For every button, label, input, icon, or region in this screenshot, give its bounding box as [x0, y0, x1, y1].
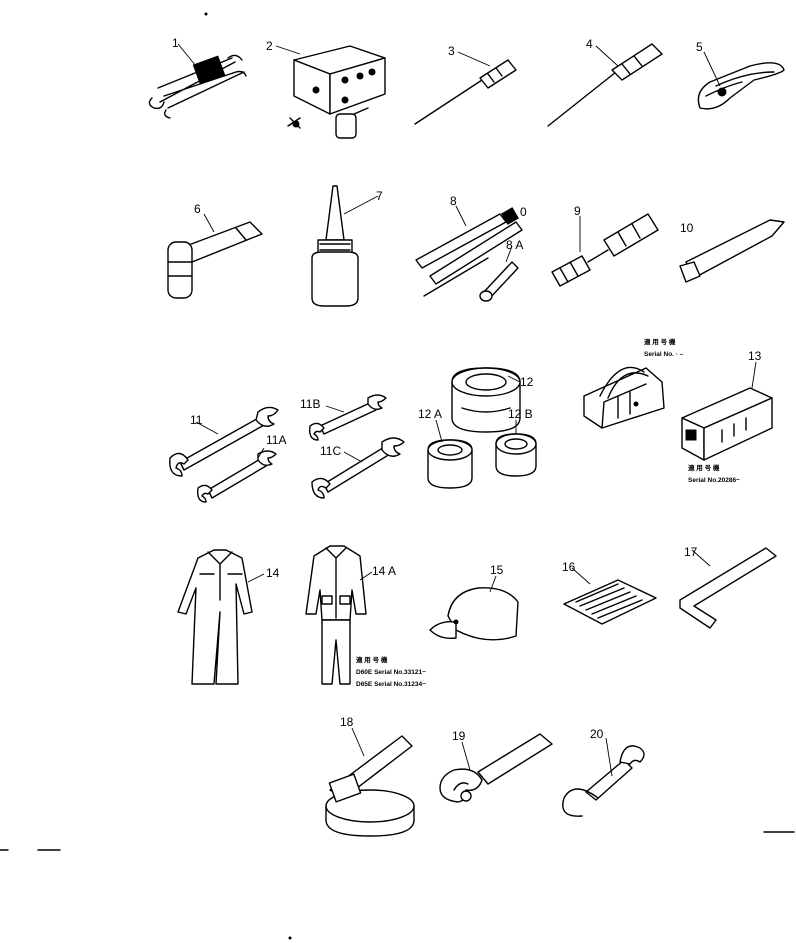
item-13-tool-bag — [583, 366, 665, 429]
label-7: 7 — [376, 189, 383, 203]
label-14a: 14 A — [372, 564, 396, 578]
item-19-adjustable-wrench — [439, 733, 553, 803]
label-13: 13 — [748, 349, 762, 363]
item-6-hammer — [167, 213, 263, 299]
item-16-parts-card — [563, 567, 657, 625]
label-0: 0 — [520, 205, 527, 219]
item-7-oiler — [311, 185, 379, 307]
note-13-bottom-line2: Serial No.20286~ — [688, 477, 740, 484]
item-11c-spanner — [311, 437, 405, 499]
label-18: 18 — [340, 715, 354, 729]
item-11-spanner — [169, 406, 279, 477]
item-3-screwdriver — [414, 51, 517, 125]
item-12a-socket — [427, 419, 473, 489]
item-1-wrench-set — [148, 43, 247, 119]
label-11a: 11A — [266, 433, 286, 447]
label-8: 8 — [450, 194, 457, 208]
note-14-line2: D60E Serial No.33121~ — [356, 669, 426, 676]
label-14: 14 — [266, 566, 280, 580]
page-edge-marks — [0, 12, 795, 940]
item-14a-work-suit — [305, 545, 373, 685]
item-2-socket-set-box — [275, 45, 386, 139]
label-1: 1 — [172, 36, 179, 50]
label-9: 9 — [574, 204, 581, 218]
item-18-filter-wrench — [325, 727, 415, 837]
label-3: 3 — [448, 44, 455, 58]
item-14-coverall — [177, 549, 265, 685]
item-11b-spanner — [308, 394, 387, 441]
item-11a-spanner — [196, 447, 277, 503]
note-14-line1: 適 用 号 機 — [356, 655, 388, 664]
item-4-screwdriver — [547, 43, 663, 127]
label-12a: 12 A — [418, 407, 442, 421]
item-8-valve-tools — [415, 205, 523, 302]
item-10-tire-lever — [679, 219, 785, 283]
label-19: 19 — [452, 729, 466, 743]
label-12b: 12 B — [508, 407, 533, 421]
label-6: 6 — [194, 202, 201, 216]
item-12b-socket — [495, 420, 537, 477]
item-12-socket — [451, 367, 521, 433]
item-20-hook-spanner — [562, 737, 645, 817]
label-2: 2 — [266, 39, 273, 53]
label-5: 5 — [696, 40, 703, 54]
label-16: 16 — [562, 560, 576, 574]
label-17: 17 — [684, 545, 698, 559]
label-11b: 11B — [300, 397, 320, 411]
item-15-cap — [429, 575, 519, 641]
note-13-top-line1: 適 用 号 機 — [644, 337, 676, 346]
item-17-hex-key — [679, 547, 777, 629]
label-11: 11 — [190, 413, 203, 427]
label-15: 15 — [490, 563, 504, 577]
item-9-grease-fitting — [551, 213, 659, 287]
label-20: 20 — [590, 727, 604, 741]
note-13-bottom-line1: 適 用 号 機 — [688, 463, 720, 472]
label-10: 10 — [680, 221, 694, 235]
item-5-pliers — [697, 51, 785, 110]
label-11c: 11C — [320, 444, 341, 458]
label-8a: 8 A — [506, 238, 523, 252]
item-13-tool-box — [681, 361, 773, 461]
label-12: 12 — [520, 375, 534, 389]
label-4: 4 — [586, 37, 593, 51]
note-13-top-line2: Serial No. · – — [644, 351, 684, 358]
note-14-line3: D65E Serial No.31234~ — [356, 681, 426, 688]
